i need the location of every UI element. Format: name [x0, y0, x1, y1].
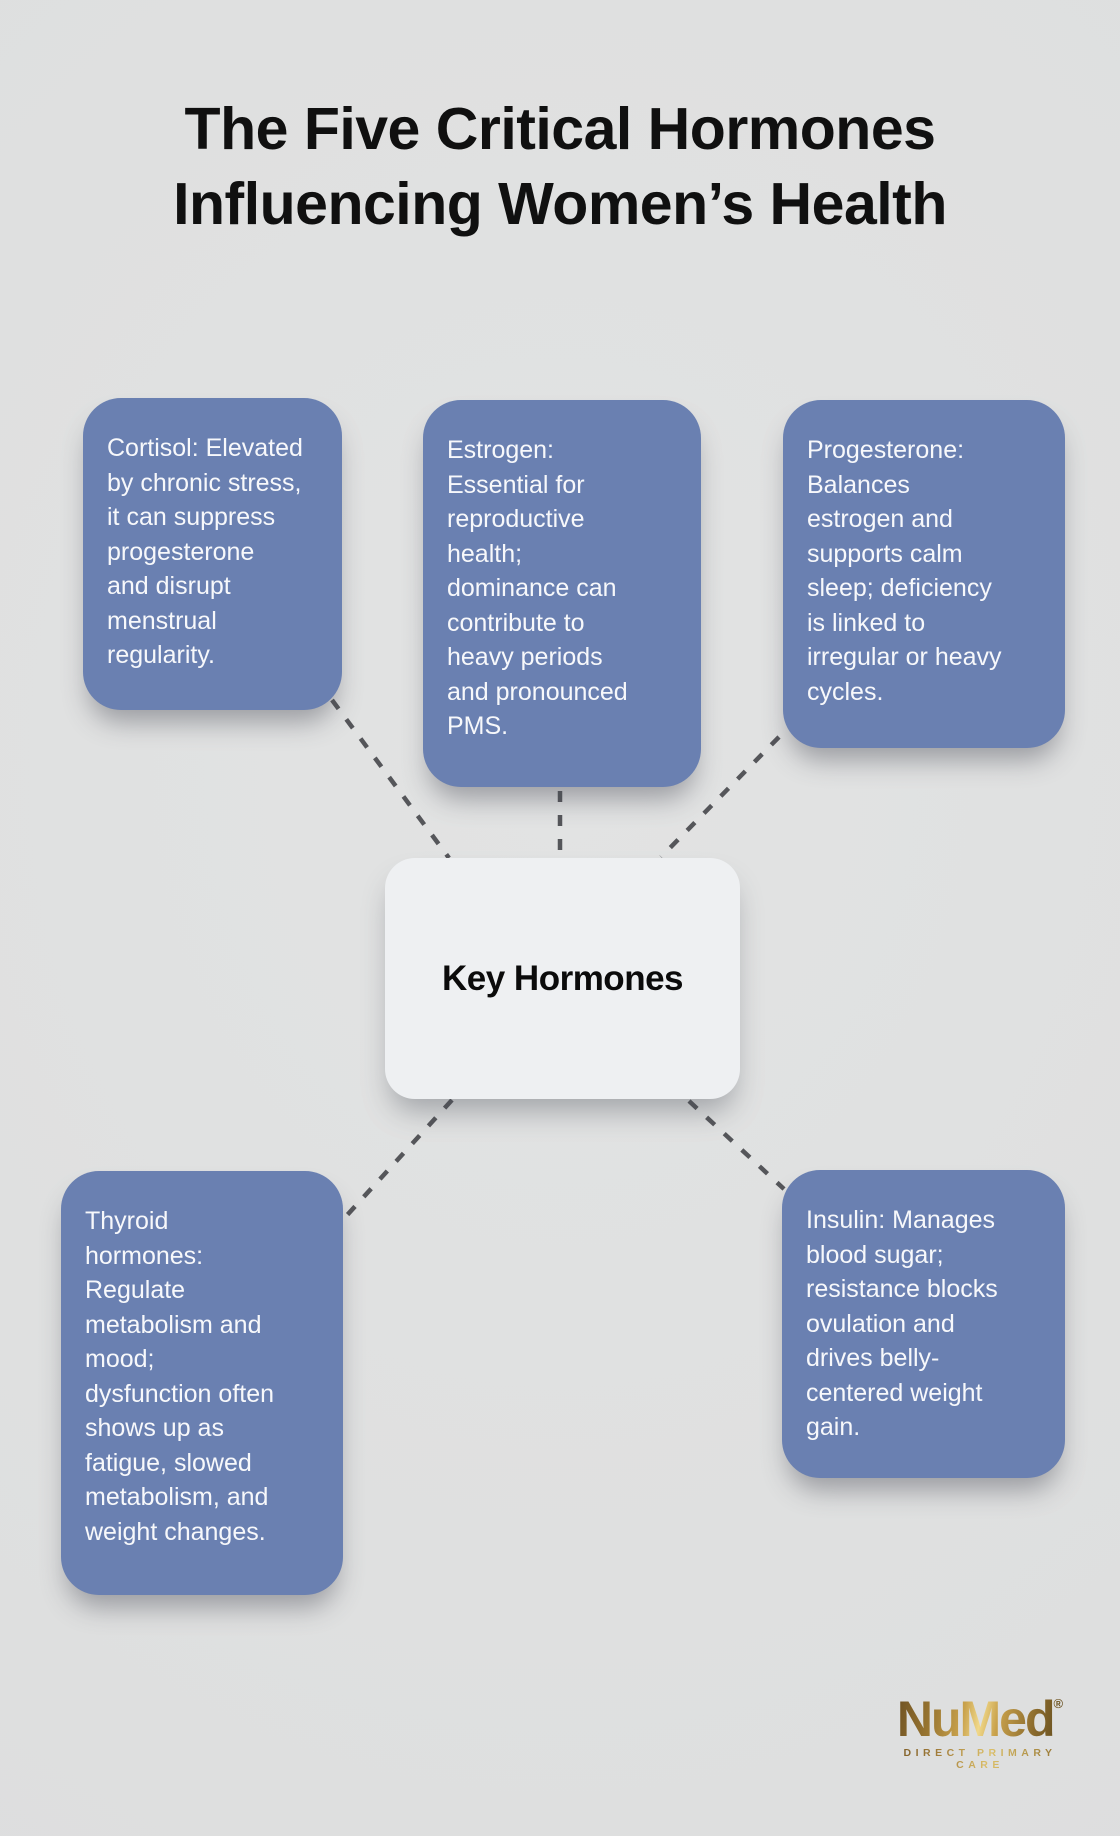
node-cortisol: Cortisol: Elevated by chronic stress, it…	[83, 398, 342, 710]
connector-center-to-insulin	[687, 1099, 786, 1191]
page-title-line-1: The Five Critical Hormones	[184, 96, 936, 162]
page-title: The Five Critical Hormones Influencing W…	[0, 92, 1120, 242]
node-estrogen: Estrogen: Essential for reproductive hea…	[423, 400, 701, 787]
registered-trademark-icon: ®	[1053, 1696, 1064, 1711]
center-node: Key Hormones	[385, 858, 740, 1099]
page-title-line-2: Influencing Women’s Health	[173, 171, 947, 237]
numed-logo-tagline: DIRECT PRIMARY CARE	[892, 1747, 1068, 1771]
numed-logo-wordmark: NuMed®	[896, 1691, 1064, 1747]
node-insulin: Insulin: Manages blood sugar; resistance…	[782, 1170, 1065, 1478]
center-node-label: Key Hormones	[441, 958, 684, 998]
numed-logo: NuMed® DIRECT PRIMARY CARE	[892, 1694, 1068, 1773]
connector-cortisol-to-center	[330, 698, 451, 860]
connector-progesterone-to-center	[659, 735, 781, 859]
connector-center-to-thyroid	[337, 1098, 454, 1226]
node-progesterone: Progesterone: Balances estrogen and supp…	[783, 400, 1065, 748]
node-thyroid: Thyroid hormones: Regulate metabolism an…	[61, 1171, 343, 1595]
